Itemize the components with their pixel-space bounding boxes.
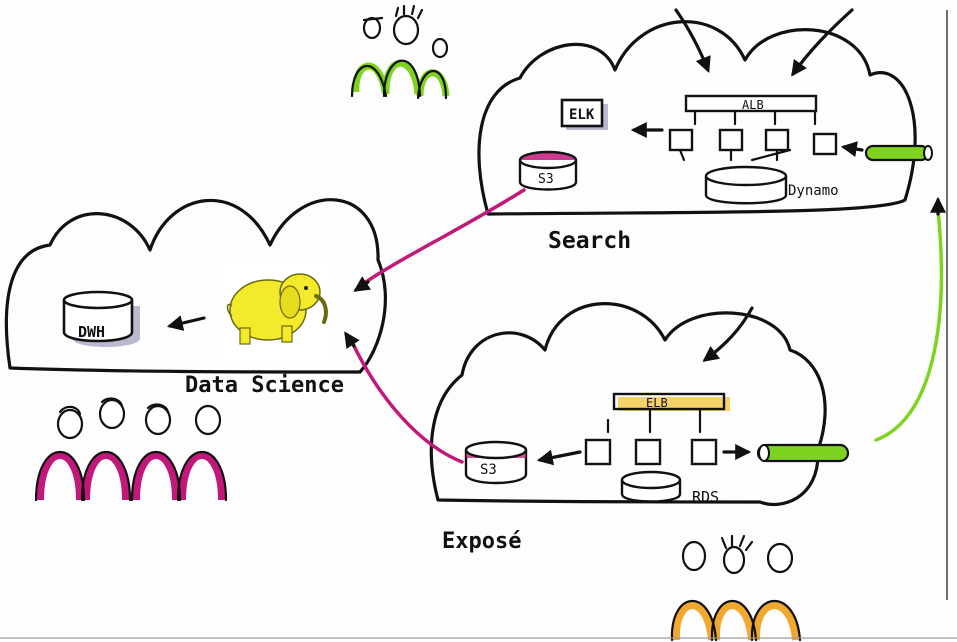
s3-expose-label: S3 — [480, 462, 497, 478]
search-cloud-label: Search — [548, 228, 631, 254]
expose-to-datascience-connector — [350, 340, 464, 464]
data-science-cloud: Data Science — [4, 198, 387, 398]
search-to-datascience-connector — [358, 188, 526, 288]
s3-search-label: S3 — [538, 172, 554, 187]
s3-search-node: S3 — [518, 150, 578, 191]
dwh-label: DWH — [78, 323, 105, 341]
elb-expose: ELB — [606, 392, 730, 434]
elk-label: ELK — [569, 107, 595, 123]
rds-node: RDS — [620, 470, 719, 506]
search-instances — [668, 128, 838, 162]
expose-incoming-arrow — [702, 306, 754, 362]
expose-to-search-connector — [874, 208, 944, 442]
elb-label: ELB — [646, 396, 668, 410]
alb-search-label: ALB — [742, 98, 764, 112]
rds-label: RDS — [692, 488, 719, 506]
s3-expose-arrow — [536, 449, 582, 466]
people-group-datascience-icon — [34, 397, 228, 502]
search-to-datascience-arrowhead — [353, 276, 372, 292]
dynamo-node: Dynamo — [704, 148, 839, 205]
hadoop-elephant-icon — [222, 258, 334, 362]
alb-search: ALB — [684, 94, 818, 126]
search-stream-input — [840, 141, 933, 162]
search-cloud: Search — [477, 20, 917, 254]
people-group-search-icon — [350, 4, 450, 100]
people-group-expose-icon — [670, 534, 802, 642]
dwh-node: DWH — [62, 290, 140, 347]
expose-to-datascience-arrowhead — [344, 331, 360, 350]
expose-instances — [584, 438, 718, 466]
expose-stream-output — [722, 443, 850, 463]
expose-cloud: Exposé — [429, 302, 827, 554]
elk-node: ELK — [560, 98, 608, 130]
search-incoming-arrows — [674, 8, 854, 77]
dynamo-label: Dynamo — [788, 183, 839, 199]
s3-expose-node: S3 — [464, 440, 528, 485]
data-science-label: Data Science — [185, 373, 344, 398]
dwh-arrow — [166, 315, 206, 331]
expose-label: Exposé — [442, 529, 521, 554]
